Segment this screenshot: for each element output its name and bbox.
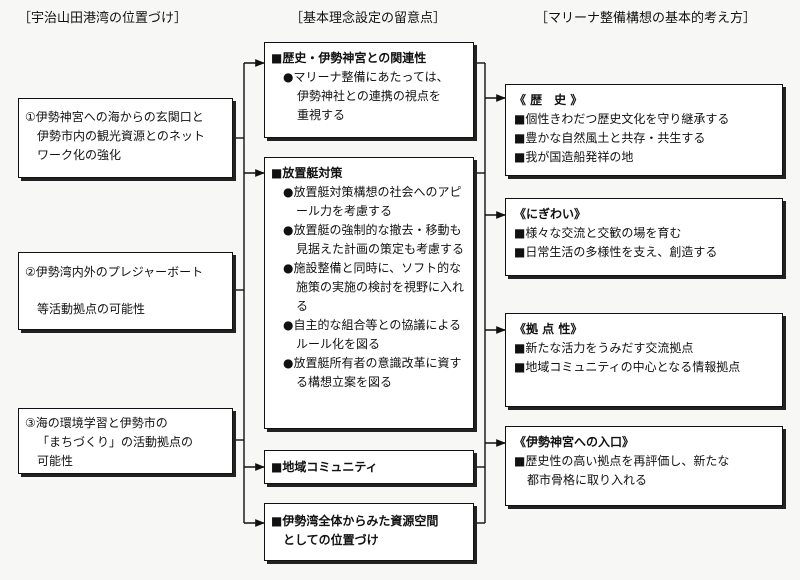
right-box-history-item-2: ■豊かな自然風土と共存・共生する: [514, 131, 706, 145]
right-box-history-title: 《 歴 史 》: [514, 93, 583, 107]
right-box-history: 《 歴 史 》 ■個性きわだつ歴史文化を守り継承する ■豊かな自然風土と共存・共…: [505, 84, 783, 176]
middle-box-history-line-1: ●マリーナ整備にあたっては、: [283, 70, 449, 84]
left-box-3-line-3: 可能性: [37, 454, 74, 468]
right-box-hub-item-2: ■地域コミュニティの中心となる情報拠点: [514, 360, 741, 374]
right-box-history-item-1: ■個性きわだつ歴史文化を守り継承する: [514, 112, 730, 126]
abandoned-boats-item-3: ●施設整備と同時に、ソフト的な施策の実施の検討を視野に入れる: [283, 261, 465, 313]
middle-box-history: ■歴史・伊勢神宮との関連性 ●マリーナ整備にあたっては、 伊勢神社との連携の視点…: [264, 42, 474, 138]
left-box-3: ③海の環境学習と伊勢市の 「まちづくり」の活動拠点の 可能性: [18, 408, 233, 474]
header-right: ［マリーナ整備構想の基本的考え方］: [535, 11, 757, 26]
left-box-2: ②伊勢湾内外のプレジャーボート 等活動拠点の可能性: [18, 252, 233, 330]
right-box-hub: 《拠 点 性》 ■新たな活力をうみだす交流拠点 ■地域コミュニティの中心となる情…: [505, 313, 783, 407]
abandoned-boats-item-5: ●放置艇所有者の意識改革に資する構想立案を図る: [283, 356, 462, 389]
right-box-bustle-title: 《にぎわい》: [514, 207, 587, 221]
right-box-ise-entrance: 《伊勢神宮への入口》 ■歴史性の高い拠点を再評価し、新たな 都市骨格に取り入れる: [505, 426, 783, 506]
right-box-ise-entrance-line-1: ■歴史性の高い拠点を再評価し、新たな: [514, 454, 730, 468]
right-box-bustle: 《にぎわい》 ■様々な交流と交歓の場を育む ■日常生活の多様性を支え、創造する: [505, 198, 783, 276]
left-box-3-line-1: ③海の環境学習と伊勢市の: [25, 416, 168, 430]
middle-box-history-title: ■歴史・伊勢神宮との関連性: [271, 51, 427, 65]
header-middle: ［基本理念設定の留意点］: [290, 11, 447, 26]
left-box-3-line-2: 「まちづくり」の活動拠点の: [37, 435, 194, 449]
right-box-ise-entrance-title: 《伊勢神宮への入口》: [514, 435, 635, 449]
abandoned-boats-item-2: ●放置艇の強制的な撤去・移動も見据えた計画の策定も考慮する: [283, 223, 465, 256]
middle-box-abandoned-boats: ■放置艇対策 ●放置艇対策構想の社会へのアピール力を考慮する ●放置艇の強制的な…: [264, 157, 474, 429]
left-box-2-line-1: ②伊勢湾内外のプレジャーボート: [25, 265, 204, 279]
right-box-bustle-item-2: ■日常生活の多様性を支え、創造する: [514, 245, 718, 259]
middle-box-ise-bay-title-line-2: としての位置づけ: [283, 533, 379, 547]
middle-box-community-title: ■地域コミュニティ: [271, 460, 378, 474]
middle-box-ise-bay: ■伊勢湾全体からみた資源空間 としての位置づけ: [264, 503, 474, 561]
right-box-bustle-item-1: ■様々な交流と交歓の場を育む: [514, 226, 682, 240]
right-box-ise-entrance-line-2: 都市骨格に取り入れる: [527, 473, 648, 487]
abandoned-boats-item-4: ●自主的な組合等との協議によるルール化を図る: [283, 318, 461, 351]
middle-box-history-line-3: 重視する: [297, 108, 346, 122]
middle-box-abandoned-boats-title: ■放置艇対策: [271, 166, 343, 180]
right-box-hub-item-1: ■新たな活力をうみだす交流拠点: [514, 341, 694, 355]
header-left: ［宇治山田港湾の位置づけ］: [18, 11, 188, 26]
left-box-1-line-1: ①伊勢神宮への海からの玄関口と: [25, 110, 204, 124]
abandoned-boats-item-1: ●放置艇対策構想の社会へのアピール力を考慮する: [283, 185, 462, 218]
left-box-1-line-3: ワーク化の強化: [37, 148, 122, 162]
right-box-hub-title: 《拠 点 性》: [514, 322, 583, 336]
left-box-2-line-2: 等活動拠点の可能性: [37, 302, 146, 316]
left-box-1-line-2: 伊勢市内の観光資源とのネット: [37, 129, 205, 143]
left-box-1: ①伊勢神宮への海からの玄関口と 伊勢市内の観光資源とのネット ワーク化の強化: [18, 98, 233, 178]
middle-box-history-line-2: 伊勢神社との連携の視点を: [297, 89, 441, 103]
right-box-history-item-3: ■我が国造船発祥の地: [514, 150, 634, 164]
middle-box-community: ■地域コミュニティ: [264, 450, 474, 484]
middle-box-ise-bay-title-line-1: ■伊勢湾全体からみた資源空間: [271, 514, 439, 528]
